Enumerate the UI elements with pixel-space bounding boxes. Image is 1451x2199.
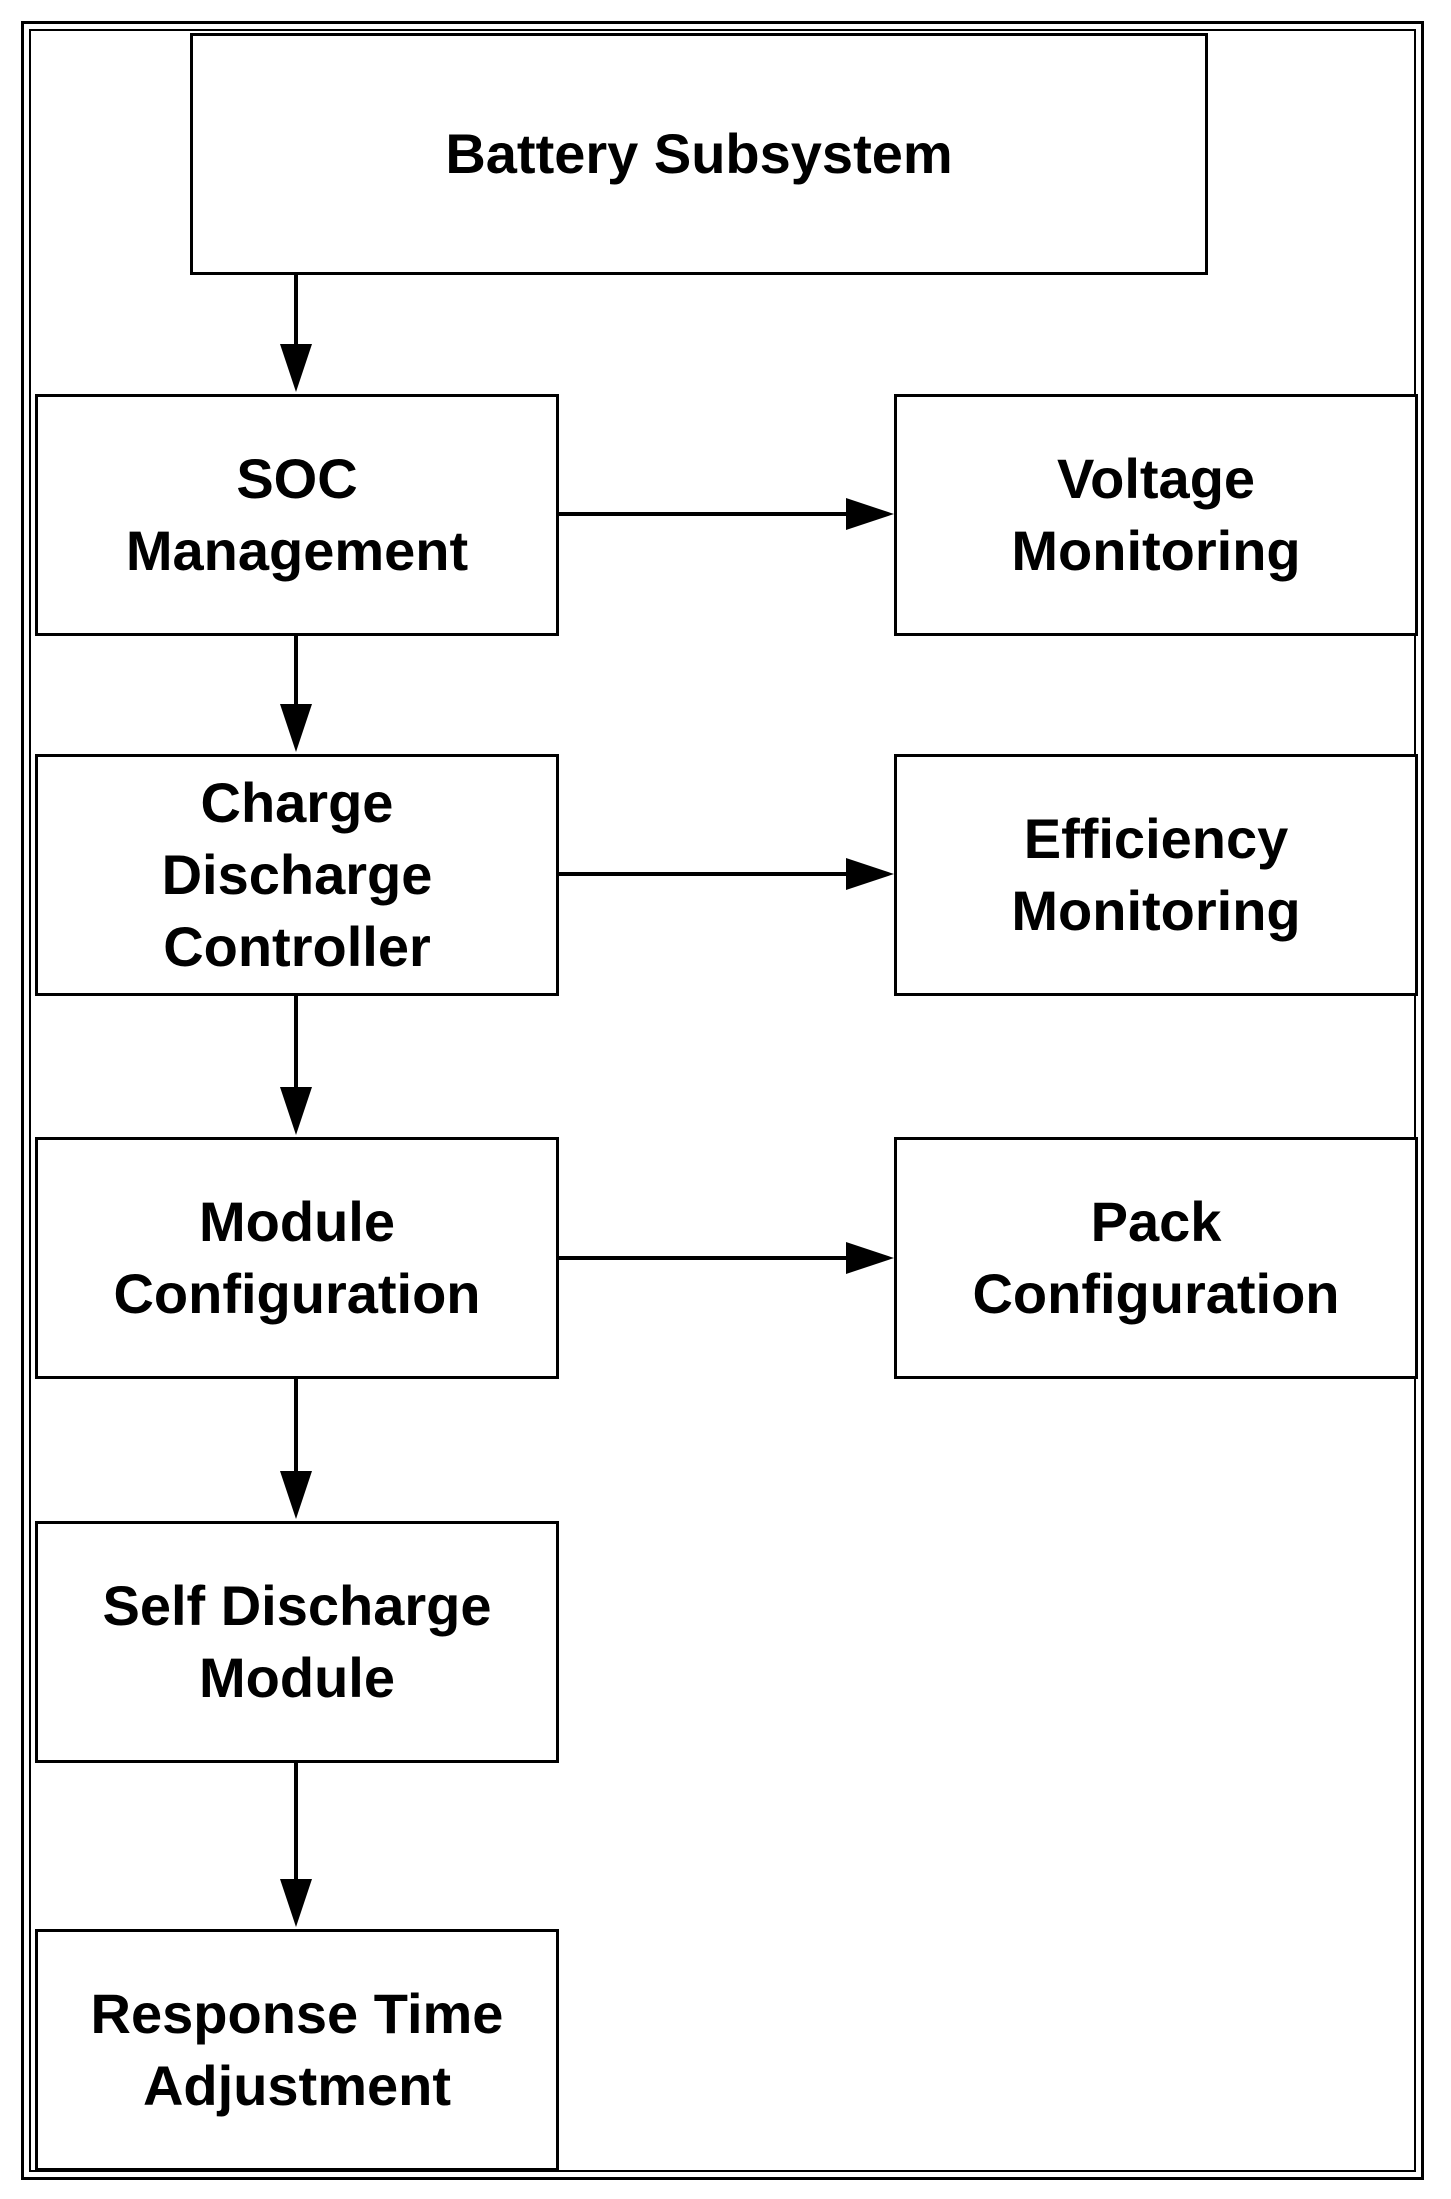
soc-management-box: SOC Management (35, 394, 559, 636)
battery-subsystem-box: Battery Subsystem (190, 33, 1208, 275)
arrow-battery-to-soc (280, 275, 312, 392)
pack-configuration-box: Pack Configuration (894, 1137, 1418, 1379)
charge-discharge-controller-box: Charge Discharge Controller (35, 754, 559, 996)
efficiency-monitoring-box: Efficiency Monitoring (894, 754, 1418, 996)
module-configuration-box: Module Configuration (35, 1137, 559, 1379)
outer-frame (21, 21, 1424, 2180)
self-discharge-module-box: Self Discharge Module (35, 1521, 559, 1763)
arrow-soc-to-charge (280, 634, 312, 752)
voltage-monitoring-box: Voltage Monitoring (894, 394, 1418, 636)
arrow-charge-to-module (280, 994, 312, 1135)
arrow-soc-to-voltage (557, 498, 894, 530)
arrow-module-to-self-discharge (280, 1378, 312, 1519)
arrow-charge-to-efficiency (557, 858, 894, 890)
response-time-adjustment-box: Response Time Adjustment (35, 1929, 559, 2171)
arrow-module-to-pack (557, 1242, 894, 1274)
inner-frame (29, 29, 1416, 2172)
arrow-self-discharge-to-response (280, 1762, 312, 1927)
